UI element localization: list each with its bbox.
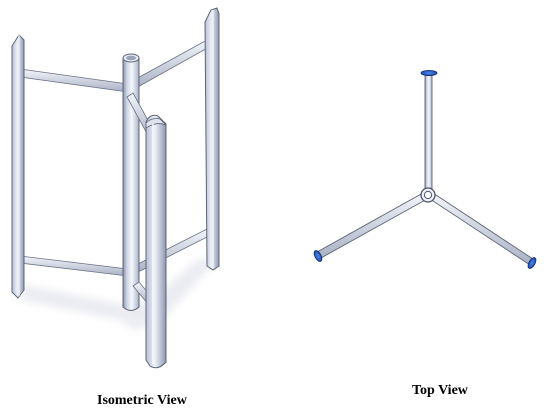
top-arm-left (316, 192, 428, 259)
top-blade-upper (420, 70, 438, 77)
left-blade (11, 34, 25, 299)
top-hub-bore (423, 190, 433, 200)
lower-rod-left (19, 255, 129, 277)
top-blade-left (313, 250, 323, 262)
top-view (313, 70, 537, 269)
top-view-caption: Top View (412, 383, 468, 398)
upper-rod-right (133, 39, 212, 89)
right-blade (204, 7, 220, 271)
top-arm-right (429, 192, 534, 266)
top-blade-right (527, 257, 537, 269)
front-blade (145, 114, 167, 369)
isometric-view (11, 7, 220, 369)
central-shaft (122, 57, 140, 311)
front-blade-top (145, 118, 167, 129)
upper-rod-left (19, 68, 129, 93)
top-arm-upper (424, 74, 433, 190)
shaft-bore (126, 55, 136, 61)
isometric-view-caption: Isometric View (97, 393, 187, 408)
